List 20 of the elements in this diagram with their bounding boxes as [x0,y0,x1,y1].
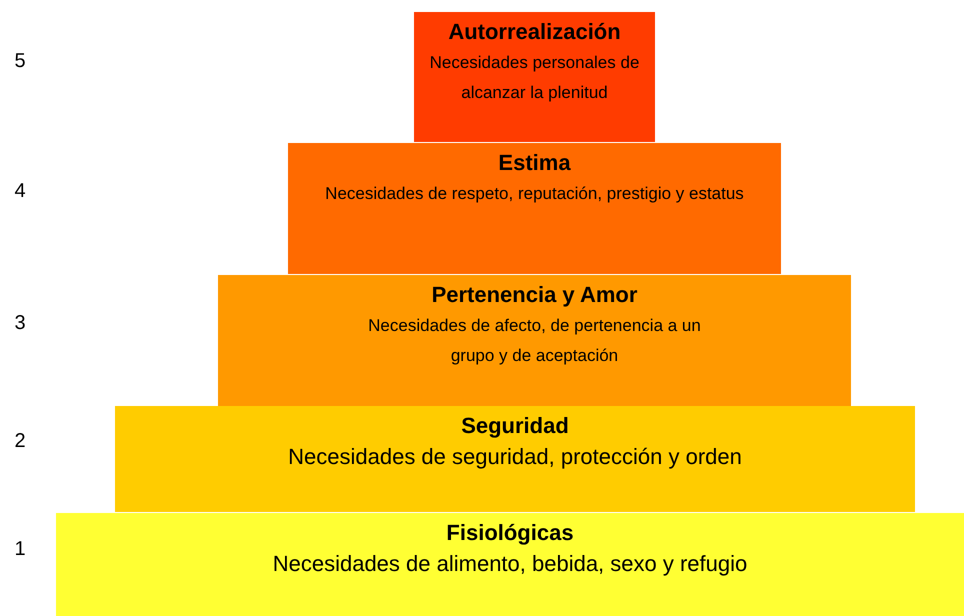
level-description: Necesidades de respeto, reputación, prestigio y estatus [325,183,744,205]
pyramid-level [288,143,781,274]
level-title: Fisiológicas [446,519,574,547]
level-description: Necesidades de afecto, de pertenencia a un grupo y de aceptación [367,315,702,367]
level-number: 1 [13,538,27,561]
pyramid-level [218,275,851,406]
level-description: Necesidades de alimento, bebida, sexo y refugio [272,550,748,578]
level-title: Pertenencia y Amor [432,281,638,309]
pyramid-level [56,513,964,616]
level-number: 3 [13,312,27,335]
level-title: Autorrealización [448,18,621,46]
level-number: 2 [13,430,27,453]
level-number: 5 [13,50,27,73]
level-title: Seguridad [461,412,569,440]
level-number: 4 [13,180,27,203]
pyramid-level [414,12,655,142]
level-title: Estima [498,149,571,177]
level-description: Necesidades de seguridad, protección y orden [288,443,742,471]
level-description: Necesidades personales de alcanzar la plenitud [428,52,640,104]
pyramid-level [115,406,915,512]
